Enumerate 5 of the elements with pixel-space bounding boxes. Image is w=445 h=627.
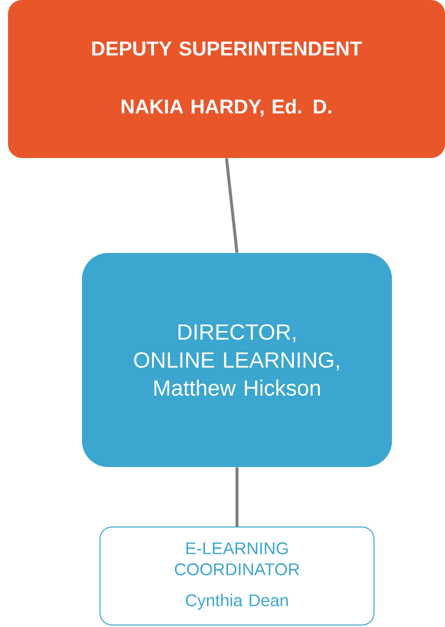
coordinator-box: E-LEARNING COORDINATOR Cynthia Dean — [100, 526, 374, 626]
connector-line — [225, 158, 238, 253]
connector-line — [236, 467, 238, 526]
director-box: DIRECTOR, ONLINE LEARNING, Matthew Hickson — [82, 253, 392, 467]
executive-box: DEPUTY SUPERINTENDENT NAKIA HARDY, Ed. D. — [8, 0, 445, 158]
